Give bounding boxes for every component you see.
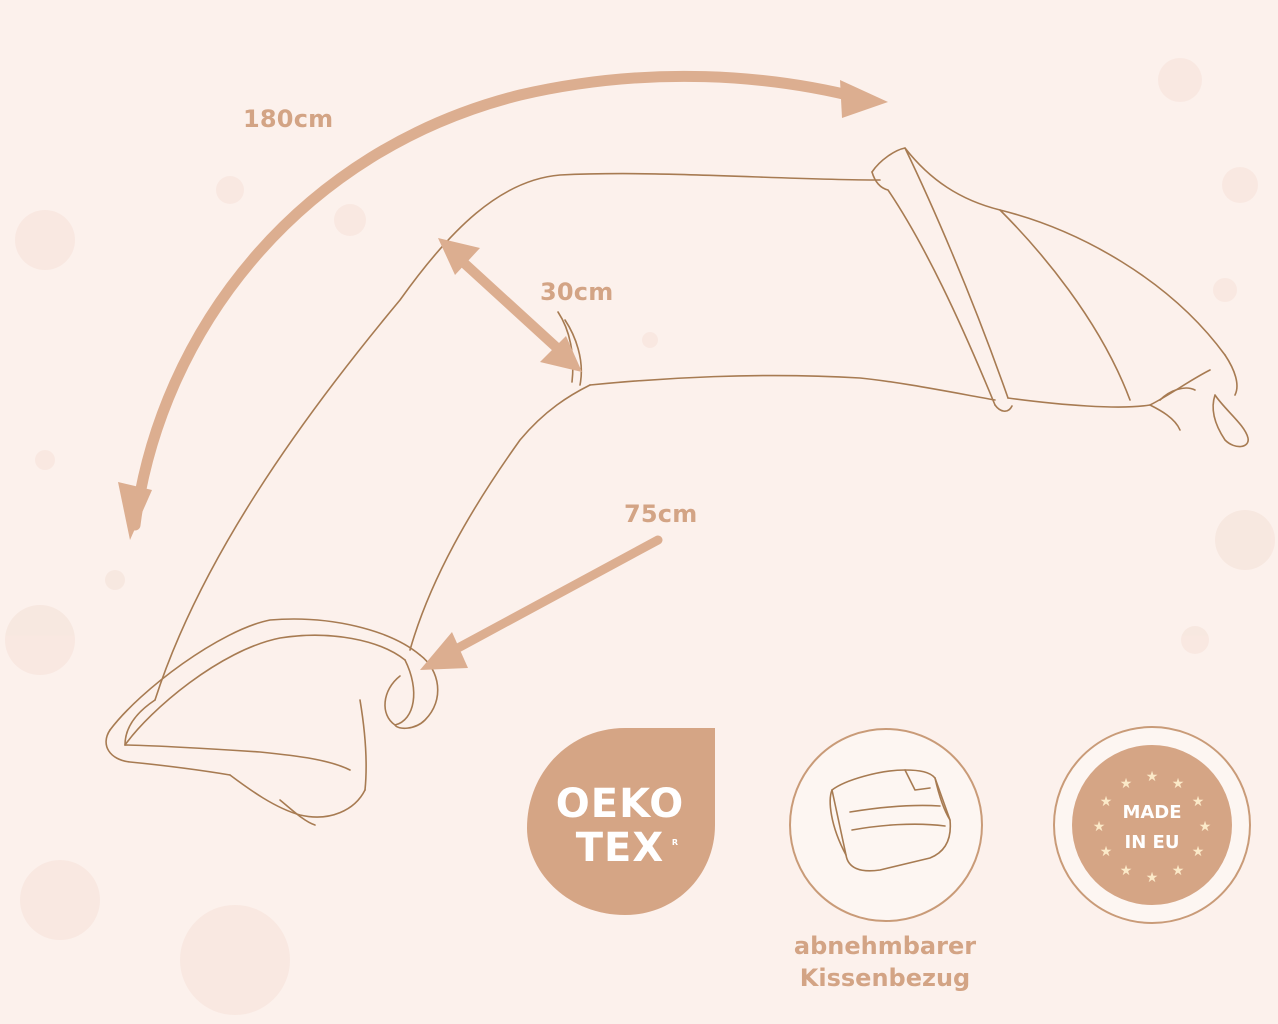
circumference-arrow	[440, 535, 663, 660]
svg-text:★: ★	[1192, 794, 1205, 810]
caption-line1: abnehmbarer	[793, 932, 977, 960]
background-bubbles	[5, 58, 1275, 1015]
svg-text:★: ★	[1192, 844, 1205, 860]
oeko-tex-line2: TEX	[575, 825, 665, 871]
oeko-tex-line1: OEKO	[555, 781, 685, 827]
width-arrowhead-bottom	[540, 336, 582, 372]
oeko-tex-registered-mark: R	[671, 838, 679, 847]
removable-cover-badge	[789, 728, 983, 922]
dimension-arrows	[118, 70, 888, 670]
made-in-eu-line1: MADE	[1122, 802, 1182, 823]
svg-text:★: ★	[1100, 794, 1113, 810]
svg-text:★: ★	[1100, 844, 1113, 860]
svg-text:★: ★	[1172, 863, 1185, 879]
svg-text:★: ★	[1120, 863, 1133, 879]
svg-text:★: ★	[1172, 776, 1185, 792]
removable-cover-caption: abnehmbarer Kissenbezug	[760, 930, 1010, 994]
stars-ring-icon: ★ ★ ★ ★ ★ ★ ★ ★ ★ ★ ★ ★	[1093, 769, 1212, 886]
made-in-eu-line2: IN EU	[1124, 832, 1180, 853]
svg-text:★: ★	[1120, 776, 1133, 792]
oeko-tex-badge	[527, 728, 715, 915]
circumference-arrowhead	[420, 632, 468, 670]
circumference-label: 75cm	[624, 500, 698, 528]
length-arrow	[129, 70, 866, 531]
made-in-eu-badge: ★ ★ ★ ★ ★ ★ ★ ★ ★ ★ ★ ★	[1053, 726, 1251, 924]
svg-text:★: ★	[1199, 819, 1212, 835]
pillow-outline-icon	[105, 147, 1249, 826]
width-arrow	[447, 247, 573, 363]
width-arrowhead-top	[438, 238, 480, 275]
length-arrowhead-left	[118, 482, 152, 540]
length-arrowhead-right	[840, 80, 888, 118]
svg-text:★: ★	[1146, 769, 1159, 785]
length-label: 180cm	[243, 105, 334, 133]
width-label: 30cm	[540, 278, 614, 306]
caption-line2: Kissenbezug	[799, 964, 971, 992]
svg-text:★: ★	[1093, 819, 1106, 835]
svg-text:★: ★	[1146, 870, 1159, 886]
folded-cover-icon	[829, 769, 952, 872]
